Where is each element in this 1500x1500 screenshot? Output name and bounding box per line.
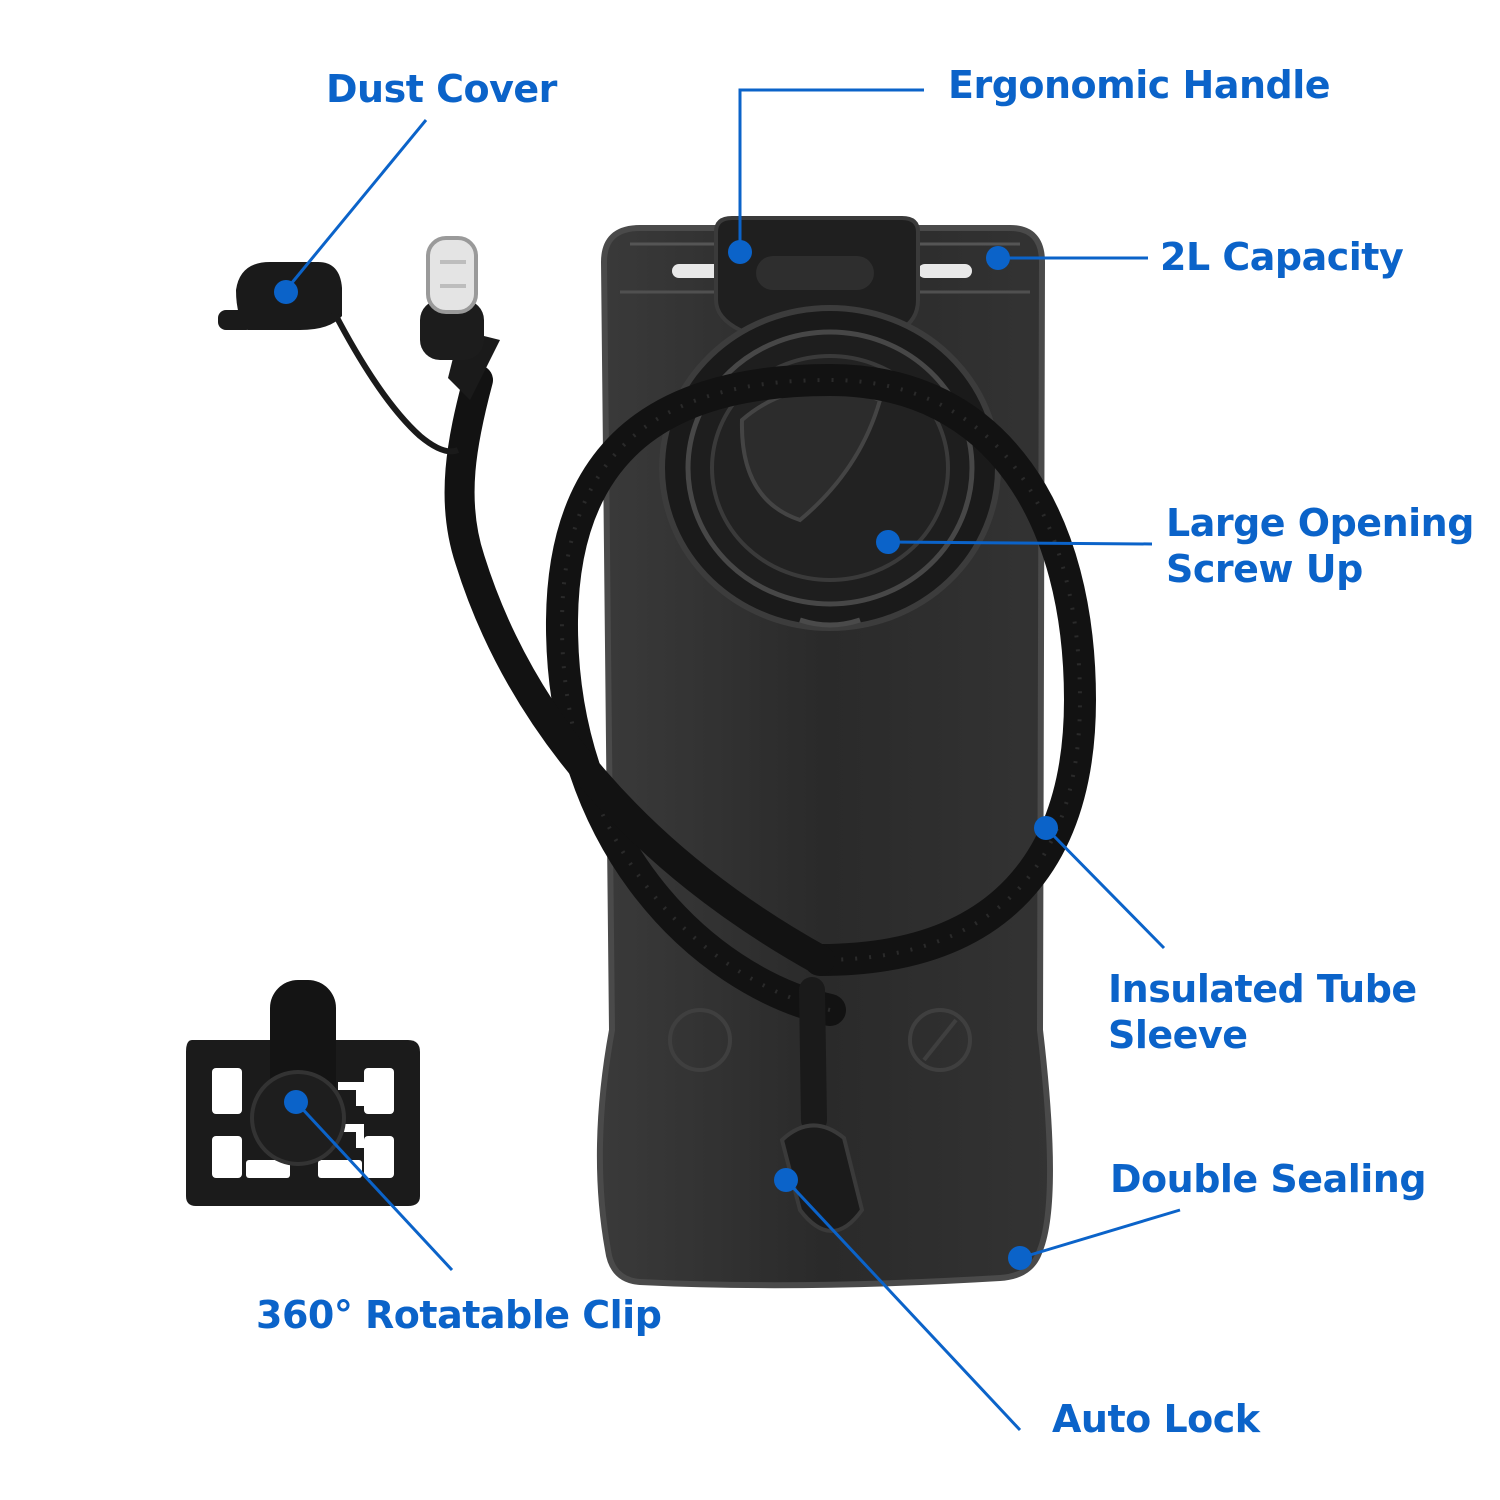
label-dust-cover-text: Dust Cover: [326, 67, 557, 111]
molle-clip-icon: [186, 980, 420, 1206]
label-insulated-tube: Insulated Tube Sleeve: [1108, 966, 1417, 1058]
label-capacity: 2L Capacity: [1160, 234, 1404, 280]
label-large-opening-line2: Screw Up: [1166, 547, 1363, 591]
insulated-tube: [444, 363, 1097, 1133]
label-rotatable-clip: 360° Rotatable Clip: [256, 1292, 662, 1338]
dot-icon: [274, 280, 298, 304]
dot-icon: [1008, 1246, 1032, 1270]
dot-icon: [986, 246, 1010, 270]
dot-icon: [728, 240, 752, 264]
dust-cover-icon: [218, 262, 460, 455]
label-large-opening: Large Opening Screw Up: [1166, 500, 1474, 592]
dot-icon: [284, 1090, 308, 1114]
callout-markers: [274, 240, 1058, 1270]
label-insulated-tube-line2: Sleeve: [1108, 1013, 1248, 1057]
label-ergonomic-handle: Ergonomic Handle: [948, 62, 1331, 108]
label-auto-lock-text: Auto Lock: [1052, 1397, 1260, 1441]
auto-lock-port: [779, 1123, 865, 1233]
label-double-sealing: Double Sealing: [1110, 1156, 1427, 1202]
label-large-opening-line1: Large Opening: [1166, 501, 1474, 545]
dot-icon: [1034, 816, 1058, 840]
label-auto-lock: Auto Lock: [1052, 1396, 1260, 1442]
dot-icon: [774, 1168, 798, 1192]
label-ergonomic-handle-text: Ergonomic Handle: [948, 63, 1331, 107]
label-insulated-tube-line1: Insulated Tube: [1108, 967, 1417, 1011]
label-dust-cover: Dust Cover: [326, 66, 557, 112]
bite-valve-icon: [420, 236, 500, 400]
screw-cap: [659, 305, 1001, 631]
callout-lines: [284, 88, 1181, 1432]
label-rotatable-clip-text: 360° Rotatable Clip: [256, 1293, 662, 1337]
dot-icon: [876, 530, 900, 554]
label-double-sealing-text: Double Sealing: [1110, 1157, 1427, 1201]
label-capacity-text: 2L Capacity: [1160, 235, 1404, 279]
